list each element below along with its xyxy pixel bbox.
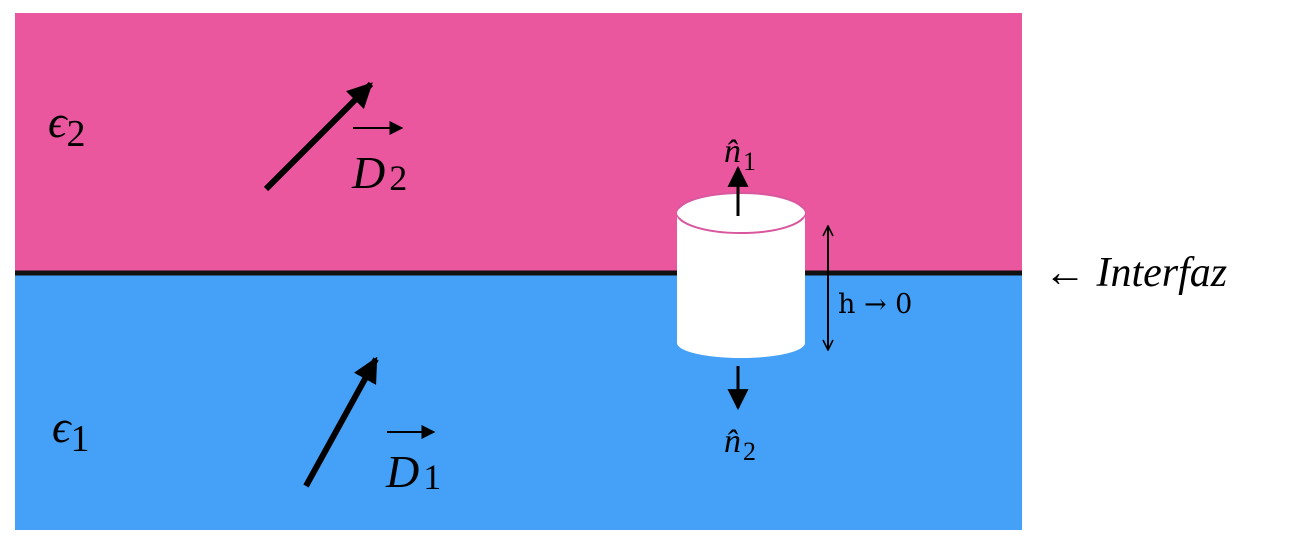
cylinder-top-face: [677, 197, 805, 229]
svg-text:D2: D2: [351, 147, 407, 198]
field-arrow-d1: [303, 356, 379, 488]
permittivity-label-lower: ϵ1: [52, 401, 90, 460]
lower-medium-region: [15, 273, 1022, 530]
normal-label-bottom: n̂2: [724, 423, 756, 466]
upper-medium-region: [15, 13, 1022, 273]
gaussian-pillbox: [676, 192, 806, 358]
svg-text:D1: D1: [385, 446, 441, 497]
height-label: h → 0: [838, 289, 912, 320]
normal-label-top: n̂1: [724, 133, 756, 176]
cylinder-body: [677, 213, 805, 358]
permittivity-label-upper: ϵ2: [48, 96, 86, 155]
field-arrow-d2: [263, 81, 374, 192]
interface-label: ← Interfaz: [1044, 250, 1227, 296]
